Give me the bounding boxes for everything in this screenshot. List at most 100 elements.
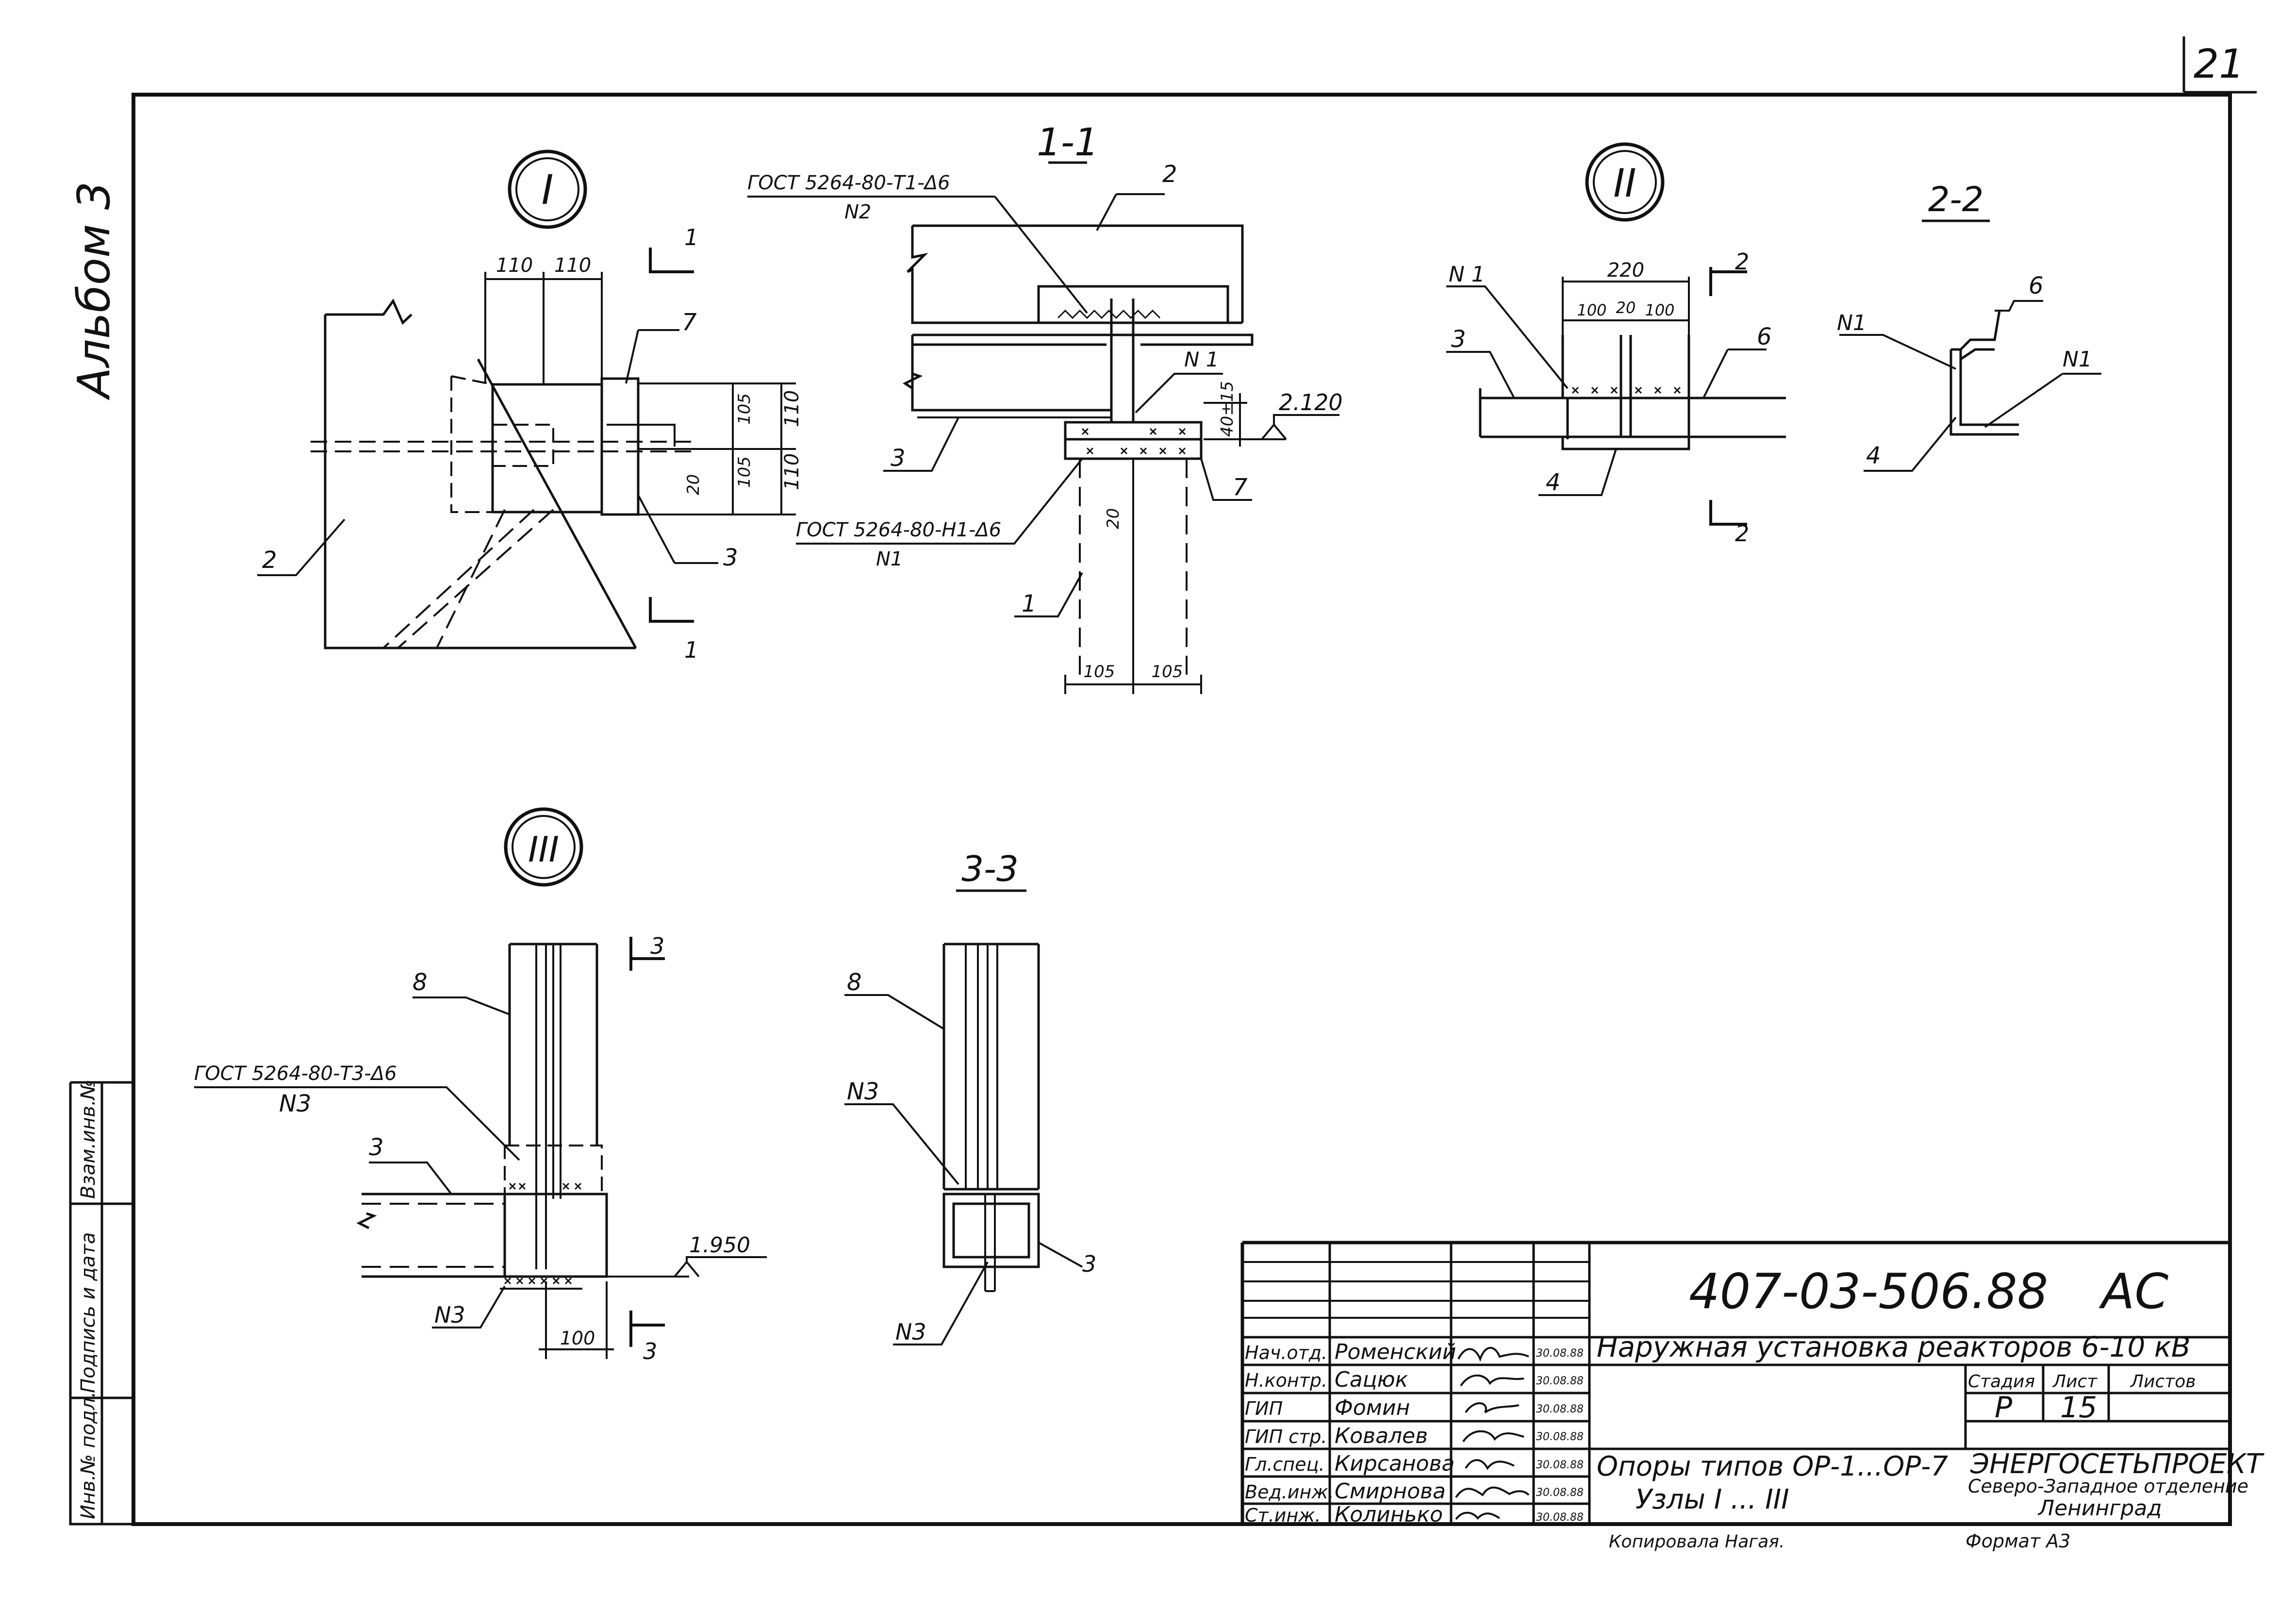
node-1-dim: 105 [735, 456, 754, 488]
album-label: Альбом 3 [68, 182, 120, 400]
signer-role: ГИП [1245, 1398, 1283, 1419]
node-2-dim: 220 [1607, 259, 1644, 282]
section-3-3-label: 8 [847, 969, 862, 996]
section-1-1-gost-top: ГОСТ 5264-80-Т1-Δ6 [747, 172, 950, 194]
node-2-section-mark: 2 [1735, 249, 1749, 275]
org-branch: Северо-Западное отделение [1968, 1476, 2248, 1497]
section-1-1-view: 1-1 105 105 20 ГОСТ 5264-80-Т1-Δ6 N2 ГОС… [747, 121, 1343, 694]
node-2-dim: 20 [1616, 299, 1636, 317]
node-2-label: 6 [1757, 323, 1772, 350]
section-3-3-title: 3-3 [961, 848, 1019, 889]
signature-mark [1462, 1430, 1524, 1443]
section-1-1-dim: 105 [1152, 662, 1183, 681]
node-1-dim: 110 [781, 453, 803, 490]
drawing-title-2: Узлы I ... III [1635, 1484, 1789, 1515]
signer-name: Сацюк [1335, 1367, 1408, 1392]
section-3-3-label: N3 [895, 1319, 926, 1345]
signer-role: Нач.отд. [1245, 1342, 1327, 1363]
signer-role: Гл.спец. [1245, 1454, 1325, 1475]
stamp-sign-label: Подпись и дата [77, 1232, 99, 1393]
section-1-1-dim: 105 [1084, 662, 1115, 681]
node-1-marker-circle [508, 149, 587, 229]
section-1-1-label: 3 [891, 445, 906, 472]
stage-header: Стадия [1968, 1372, 2035, 1392]
node-3-section-mark: 3 [643, 1338, 657, 1364]
node-1-dim: 110 [554, 254, 591, 277]
section-3-3-label: N3 [847, 1078, 879, 1105]
section-2-2-label: 4 [1866, 442, 1881, 469]
node-1-label: 7 [682, 309, 697, 336]
signer-date: 30.08.88 [1536, 1487, 1584, 1499]
section-1-1-dim: 20 [1104, 508, 1123, 529]
signer-name: Смирнова [1335, 1479, 1446, 1504]
doc-code: 407-03-506.88 [1689, 1263, 2048, 1320]
section-2-2-label: N1 [1837, 311, 1867, 335]
node-1-label: 2 [262, 547, 277, 574]
section-2-2-label: 6 [2029, 272, 2044, 299]
node-1-dim: 105 [735, 393, 754, 425]
sheet-header: Лист [2052, 1372, 2098, 1392]
node-3-view: III ГОСТ 5264-80-Т3-Δ6 N3 8 3 N3 1.950 1… [194, 807, 767, 1364]
section-1-1-level: 2.120 [1279, 389, 1343, 415]
section-1-1-label: 7 [1233, 474, 1248, 501]
node-1-label: 3 [723, 544, 738, 571]
node-1-section-mark: 1 [684, 637, 698, 663]
stamp-replace-label: Взам.инв.№ [77, 1079, 99, 1199]
paper-format: Формат А3 [1966, 1530, 2070, 1552]
signer-name: Ковалев [1335, 1424, 1428, 1448]
org-city: Ленинград [2037, 1496, 2162, 1521]
node-2-dim: 100 [1645, 301, 1674, 319]
signer-row: Гл.спец. Кирсанова 30.08.88 [1245, 1451, 1584, 1476]
drawing-title-1: Опоры типов ОР-1...ОР-7 [1597, 1451, 1948, 1482]
section-1-1-label: 1 [1022, 590, 1037, 617]
signature-mark [1465, 1402, 1520, 1413]
signer-date: 30.08.88 [1536, 1403, 1584, 1415]
signer-role: ГИП стр. [1245, 1426, 1327, 1447]
node-3-label: 3 [369, 1134, 384, 1161]
signer-row: ГИП Фомин 30.08.88 [1245, 1395, 1584, 1420]
drawing-frame [132, 93, 2232, 1526]
node-3-label: N3 [434, 1302, 465, 1328]
section-1-1-weld: N 1 [1184, 348, 1219, 371]
node-3-label: 8 [413, 969, 428, 996]
signer-role: Ст.инж. [1245, 1505, 1321, 1526]
node-3-marker: III [528, 829, 559, 870]
org-name: ЭНЕРГОСЕТЬПРОЕКТ [1970, 1448, 2264, 1480]
sheet-value: 15 [2060, 1391, 2097, 1425]
section-2-2-view: 2-2 6 N1 N1 4 [1837, 180, 2101, 472]
node-2-marker: II [1613, 161, 1636, 206]
node-1-view: I 110 110 105 105 110 110 20 2 3 7 1 1 [257, 149, 803, 663]
node-1-section-mark: 1 [684, 224, 698, 250]
signer-date: 30.08.88 [1536, 1511, 1584, 1524]
signer-role: Вед.инж. [1245, 1481, 1334, 1503]
node-2-view: II 220 100 20 100 N 1 3 6 4 2 2 [1446, 142, 1786, 547]
signer-date: 30.08.88 [1536, 1431, 1584, 1443]
section-2-2-label: N1 [2063, 347, 2092, 372]
signer-row: Ст.инж. Колинько 30.08.88 [1245, 1502, 1584, 1527]
section-1-1-label: 2 [1162, 161, 1177, 188]
node-2-label: N 1 [1449, 262, 1485, 287]
node-2-dim: 100 [1577, 301, 1606, 319]
signer-date: 30.08.88 [1536, 1375, 1584, 1387]
node-2-marker-circle [1585, 142, 1665, 222]
section-1-1-dim-40: 40±15 [1218, 381, 1237, 437]
signature-mark [1455, 1511, 1501, 1520]
section-3-3-view: 3-3 8 N3 N3 3 [844, 848, 1096, 1345]
signature-mark [1465, 1459, 1515, 1470]
project-title: Наружная установка реакторов 6-10 кВ [1597, 1330, 2191, 1363]
sheets-header: Листов [2130, 1372, 2196, 1392]
signer-row: Н.контр. Сацюк 30.08.88 [1245, 1367, 1584, 1392]
section-1-1-gost-bottom: ГОСТ 5264-80-Н1-Δ6 [796, 519, 1001, 541]
signer-name: Фомин [1335, 1395, 1410, 1420]
signer-name: Колинько [1335, 1502, 1443, 1527]
stage-value: Р [1995, 1391, 2013, 1425]
node-3-section-mark: 3 [650, 933, 664, 959]
node-1-dim: 20 [684, 474, 703, 495]
node-2-section-mark: 2 [1735, 520, 1749, 547]
copied-by: Копировала Нагая. [1609, 1532, 1784, 1552]
signer-row: Вед.инж. Смирнова 30.08.88 [1245, 1479, 1584, 1504]
section-3-3-label: 3 [1082, 1251, 1096, 1277]
sheet-number-box: 21 [2182, 36, 2257, 94]
node-3-dim: 100 [560, 1328, 595, 1349]
signer-row: ГИП стр. Ковалев 30.08.88 [1245, 1424, 1584, 1448]
